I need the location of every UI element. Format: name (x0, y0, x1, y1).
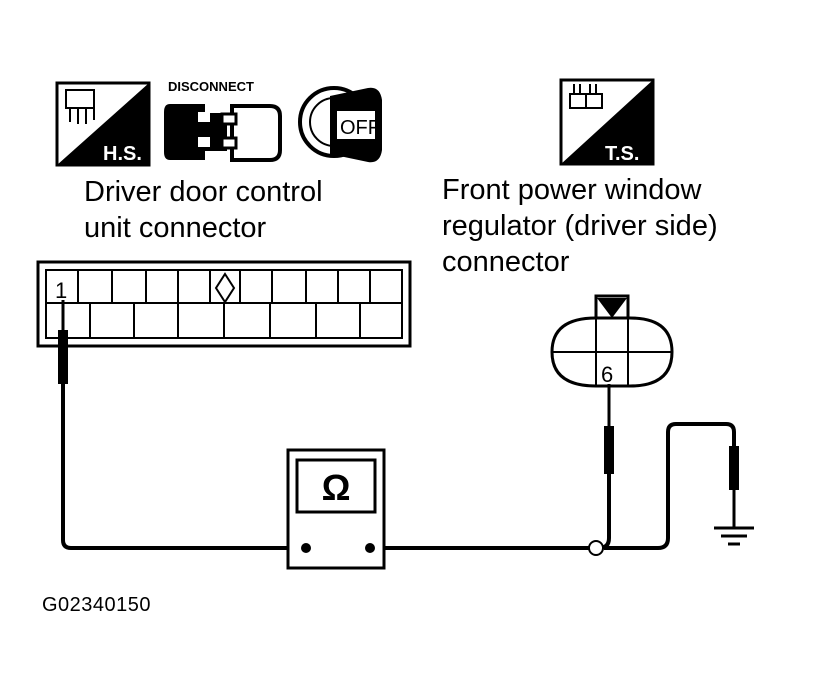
left-connector-title-line2: unit connector (84, 212, 267, 244)
probe-lead-left (58, 300, 306, 550)
power-window-regulator-connector: 6 (550, 294, 674, 388)
pin-1-label: 1 (55, 278, 67, 303)
right-connector-title: Front power window regulator (driver sid… (442, 172, 718, 280)
ohmmeter: Ω (286, 448, 386, 570)
ground-lead (604, 422, 739, 550)
figure-id: G02340150 (42, 594, 152, 616)
harness-side-connector-icon: H.S. (55, 81, 151, 167)
disconnect-label: DISCONNECT (168, 79, 254, 94)
ground-symbol-icon (714, 526, 754, 546)
left-connector-title-line1: Driver door control (84, 176, 323, 208)
right-connector-title-line3: connector (442, 246, 570, 278)
off-label: OFF (340, 117, 380, 139)
ts-label: T.S. (605, 143, 639, 165)
terminal-side-connector-icon: T.S. (559, 78, 655, 166)
right-connector-title-line2: regulator (driver side) (442, 210, 718, 242)
ignition-key-off-icon: OFF (298, 86, 382, 163)
left-connector-title: Driver door control unit connector (84, 174, 323, 246)
ohm-symbol-icon: Ω (322, 467, 351, 508)
right-connector-title-line1: Front power window (442, 174, 702, 206)
driver-door-control-unit-connector: 1 (36, 260, 412, 348)
probe-lead-right (372, 384, 614, 550)
pin-6-label: 6 (601, 362, 613, 387)
hs-label: H.S. (103, 143, 142, 165)
disconnect-connector-icon: DISCONNECT (164, 79, 282, 162)
junction-point (588, 540, 604, 556)
